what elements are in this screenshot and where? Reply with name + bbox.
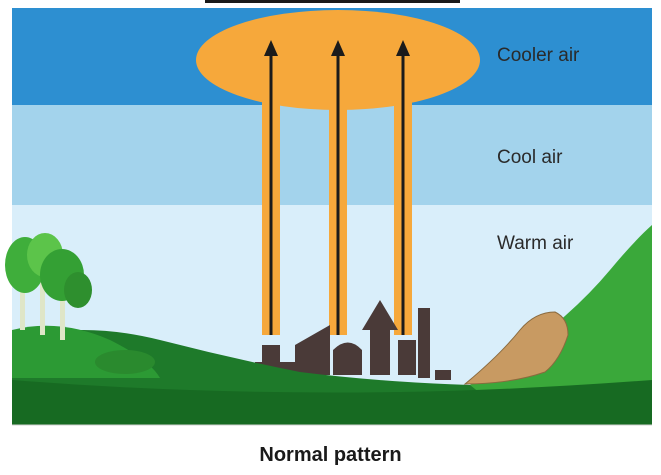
label-warm-air: Warm air [497,233,574,254]
label-cooler-air: Cooler air [497,45,580,66]
arrowhead-left [264,40,278,56]
ground-base [12,380,652,425]
top-border-line [205,0,460,3]
arrowhead-middle [331,40,345,56]
air-layers-diagram: Cooler air Cool air Warm air [5,0,652,426]
rock-outcrop [463,311,569,385]
rising-arrows [269,54,405,335]
bush [95,350,155,374]
label-cool-air: Cool air [497,147,563,168]
arrowhead-right [396,40,410,56]
trees [5,233,92,340]
diagram-caption: Normal pattern [259,444,402,466]
